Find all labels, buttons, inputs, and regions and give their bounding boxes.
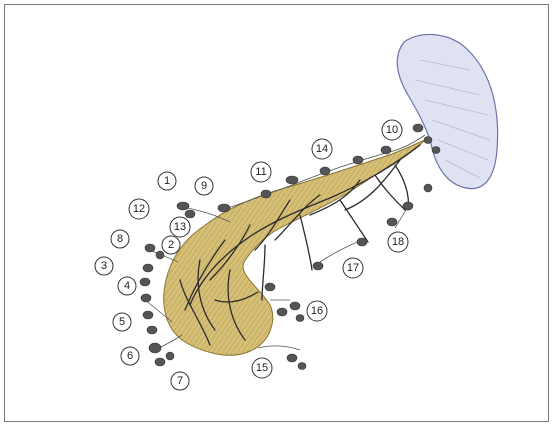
lymph-node [149,343,161,353]
label-6: 6 [121,347,139,365]
lymph-node [147,326,157,334]
svg-text:12: 12 [133,203,145,215]
label-5: 5 [113,313,131,331]
svg-text:18: 18 [392,236,404,248]
lymph-node [290,302,300,310]
label-7: 7 [171,372,189,390]
lymph-node [424,184,432,192]
lymph-node [156,251,164,259]
lymph-node [413,124,423,132]
lymph-node [403,202,413,210]
label-17: 17 [343,258,363,278]
label-4: 4 [118,277,136,295]
svg-text:5: 5 [119,316,125,328]
lymph-node [432,147,440,154]
label-3: 3 [95,257,113,275]
svg-text:9: 9 [201,180,207,192]
lymph-node [298,363,306,370]
svg-text:6: 6 [127,350,133,362]
label-12: 12 [129,199,149,219]
lymph-node [218,204,230,212]
label-2: 2 [162,236,180,254]
svg-text:4: 4 [124,280,130,292]
label-11: 11 [251,162,271,182]
svg-text:14: 14 [316,143,328,155]
svg-text:13: 13 [174,221,186,233]
pancreas [164,140,425,355]
svg-text:10: 10 [386,124,398,136]
lymph-node [353,156,363,164]
lymph-node [287,354,297,362]
lymph-node [143,264,153,272]
lymph-node [265,283,275,291]
svg-text:2: 2 [168,239,174,251]
label-9: 9 [195,177,213,195]
svg-text:17: 17 [347,262,359,274]
lymph-node [177,202,189,210]
lymph-node [155,358,165,366]
label-15: 15 [252,358,272,378]
lymph-node [313,262,323,270]
svg-text:8: 8 [117,233,123,245]
svg-text:11: 11 [255,166,266,178]
lymph-node [143,311,153,319]
lymph-node [145,244,155,252]
lymph-node [140,278,150,286]
label-14: 14 [312,139,332,159]
lymph-node [387,218,397,226]
lymph-node [296,315,304,322]
lymph-node [277,308,287,316]
svg-text:15: 15 [256,362,268,374]
label-10: 10 [382,120,402,140]
svg-text:16: 16 [311,305,323,317]
label-8: 8 [111,230,129,248]
spleen [397,34,497,188]
lymph-node [424,137,432,144]
svg-text:3: 3 [101,260,107,272]
lymph-node [185,210,195,218]
svg-text:7: 7 [177,375,183,387]
svg-text:1: 1 [164,175,170,187]
label-16: 16 [307,301,327,321]
lymph-node [381,146,391,154]
lymph-node [261,190,271,198]
lymph-node [141,294,151,302]
lymph-node [286,176,298,184]
lymph-node [320,167,330,175]
lymph-node [357,238,367,246]
label-13: 13 [170,217,190,237]
lymph-node [166,352,174,360]
label-18: 18 [388,232,408,252]
label-1: 1 [158,172,176,190]
